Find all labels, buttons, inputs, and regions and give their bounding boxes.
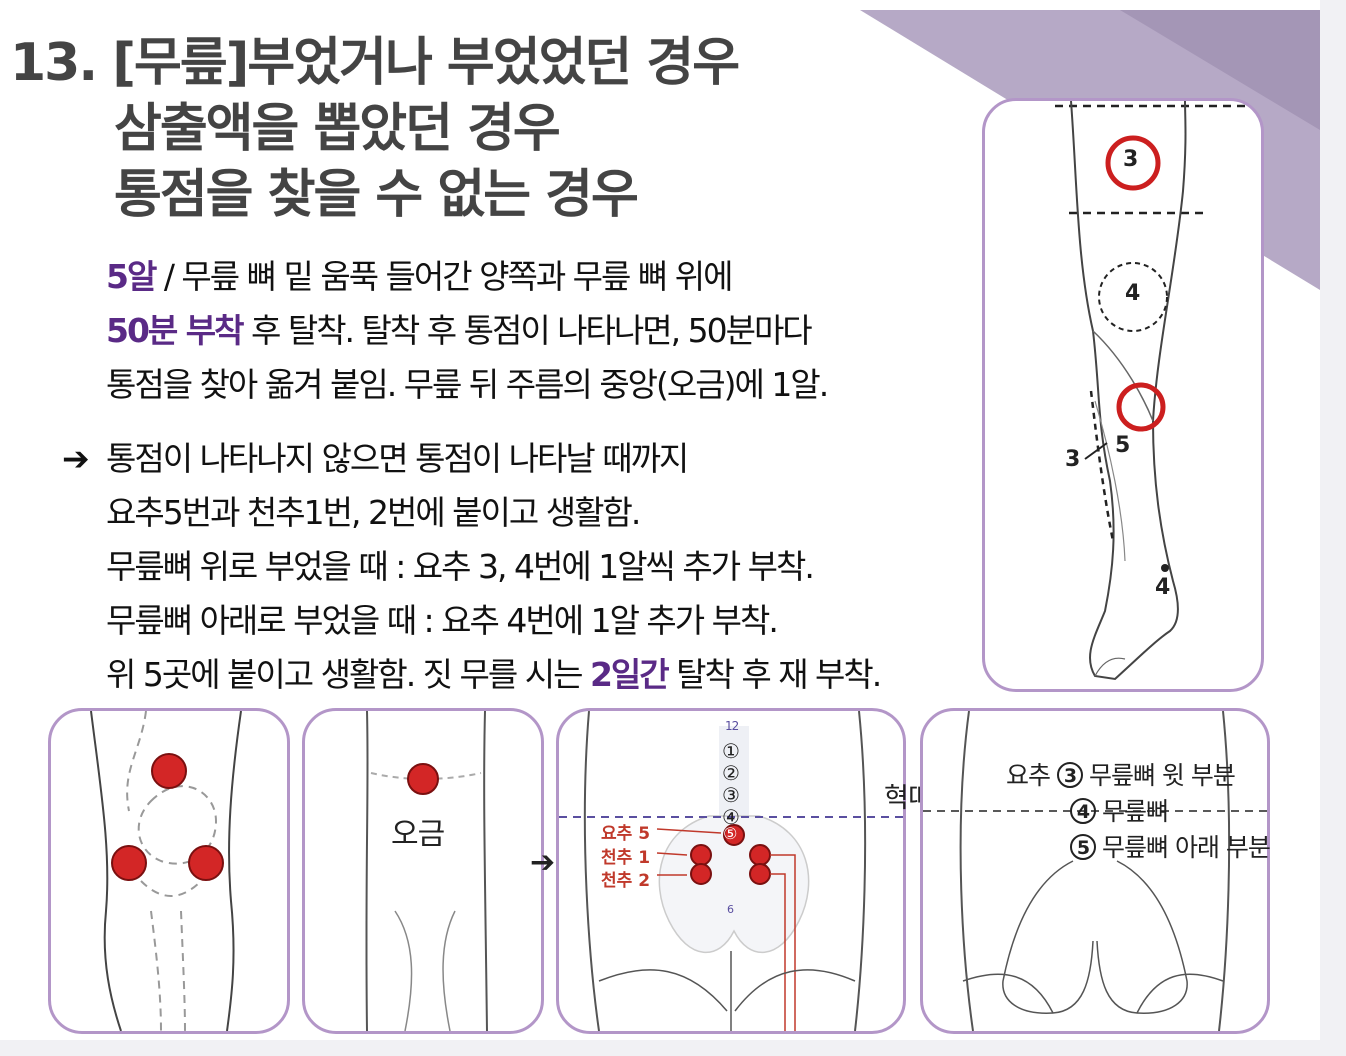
leg-illustration xyxy=(1055,101,1245,681)
legend-number-4: 4 xyxy=(1070,798,1096,824)
right-edge xyxy=(1320,0,1346,1056)
vertebra-3-label: ③ xyxy=(722,783,740,807)
knee-front-panel xyxy=(48,708,290,1034)
back-illustration xyxy=(923,711,1267,1031)
spine-illustration xyxy=(559,711,903,1031)
vertebra-5-label: ⑤ xyxy=(723,824,737,843)
legend-number-5: 5 xyxy=(1070,834,1096,860)
leg-diagram-panel: 3 4 5 3 4 xyxy=(982,98,1264,692)
top-vertebra-number: 12 xyxy=(725,719,739,733)
back-knee-illustration xyxy=(365,711,488,1031)
legend-number-3: 3 xyxy=(1056,762,1083,788)
vertebra-2-label: ② xyxy=(722,761,740,785)
spine-panel: 12 ① ② ③ ④ ⑤ 6 요추 5 천추 1 천추 2 xyxy=(556,708,906,1034)
leg-marker-5: 5 xyxy=(1115,433,1130,458)
leg-ankle-4: 4 xyxy=(1155,575,1170,600)
para1-line2: 50분 부착 후 탈착. 탈착 후 통점이 나타나면, 50분마다 xyxy=(106,304,880,358)
title-line-3: 통점을 찾을 수 없는 경우 xyxy=(114,165,639,225)
leg-marker-4: 4 xyxy=(1125,281,1140,306)
sacral-2-label: 천추 2 xyxy=(601,871,651,891)
highlight-2days: 2일간 xyxy=(589,655,670,694)
para2-line1-text: 통점이 나타나지 않으면 통점이 나타날 때까지 xyxy=(106,439,689,478)
para2-line5-post: 탈착 후 재 부착. xyxy=(667,655,882,694)
back-panel xyxy=(920,708,1270,1034)
legend-prefix: 요추 xyxy=(1006,761,1051,790)
sacrum-number: 6 xyxy=(727,903,734,916)
para1-line1: 5알 / 무릎 뼈 밑 움푹 들어간 양쪽과 무릎 뼈 위에 xyxy=(106,250,880,304)
lumbar-5-label: 요추 5 xyxy=(601,824,651,844)
title-line-2: 삼출액을 뽑았던 경우 xyxy=(114,99,561,159)
leg-side-3: 3 xyxy=(1065,447,1080,472)
para2-line3: 무릎뼈 위로 부었을 때 : 요추 3, 4번에 1알씩 추가 부착. xyxy=(106,547,815,586)
back-knee-panel: 오금 xyxy=(302,708,544,1034)
legend-text-5: 무릎뼈 아래 부분 xyxy=(1102,833,1271,862)
spine-arrow-icon: ➔ xyxy=(530,845,555,880)
leg-marker-3: 3 xyxy=(1123,147,1138,172)
arrow-icon: ➔ xyxy=(62,439,90,478)
vertebra-4-label: ④ xyxy=(722,805,740,829)
para2-line2: 요추5번과 천추1번, 2번에 붙이고 생활함. xyxy=(106,493,641,532)
knee-front-illustration xyxy=(90,711,242,1031)
vertebra-1-label: ① xyxy=(722,739,740,763)
para2-line4: 무릎뼈 아래로 부었을 때 : 요추 4번에 1알 추가 부착. xyxy=(106,601,779,640)
page-title: 13. [무릎]부었거나 부었었던 경우 삼출액을 뽑았던 경우 통점을 찾을 … xyxy=(10,30,740,228)
legend-text-3: 무릎뼈 윗 부분 xyxy=(1088,761,1236,790)
legend-text-4: 무릎뼈 xyxy=(1102,797,1169,826)
para1-line3: 통점을 찾아 옮겨 붙임. 무릎 뒤 주름의 중앙(오금)에 1알. xyxy=(106,365,829,404)
bottom-edge xyxy=(0,1040,1346,1056)
popliteal-label: 오금 xyxy=(391,817,445,852)
instruction-text: 5알 / 무릎 뼈 밑 움푹 들어간 양쪽과 무릎 뼈 위에 50분 부착 후 … xyxy=(62,250,882,702)
title-line-1: 13. [무릎]부었거나 부었었던 경우 xyxy=(10,33,740,93)
para1-line2-text: 후 탈착. 탈착 후 통점이 나타나면, 50분마다 xyxy=(242,311,813,350)
para1-line1-text: / 무릎 뼈 밑 움푹 들어간 양쪽과 무릎 뼈 위에 xyxy=(155,257,734,296)
para2-line5-pre: 위 5곳에 붙이고 생활함. 짓 무를 시는 xyxy=(106,655,590,694)
para2-line1: ➔ 통점이 나타나지 않으면 통점이 나타날 때까지 xyxy=(62,432,880,486)
highlight-50min: 50분 부착 xyxy=(106,311,244,350)
highlight-5-pills: 5알 xyxy=(106,257,157,296)
para2-line5: 위 5곳에 붙이고 생활함. 짓 무를 시는 2일간 탈착 후 재 부착. xyxy=(106,648,882,702)
sacral-1-label: 천추 1 xyxy=(601,848,651,868)
